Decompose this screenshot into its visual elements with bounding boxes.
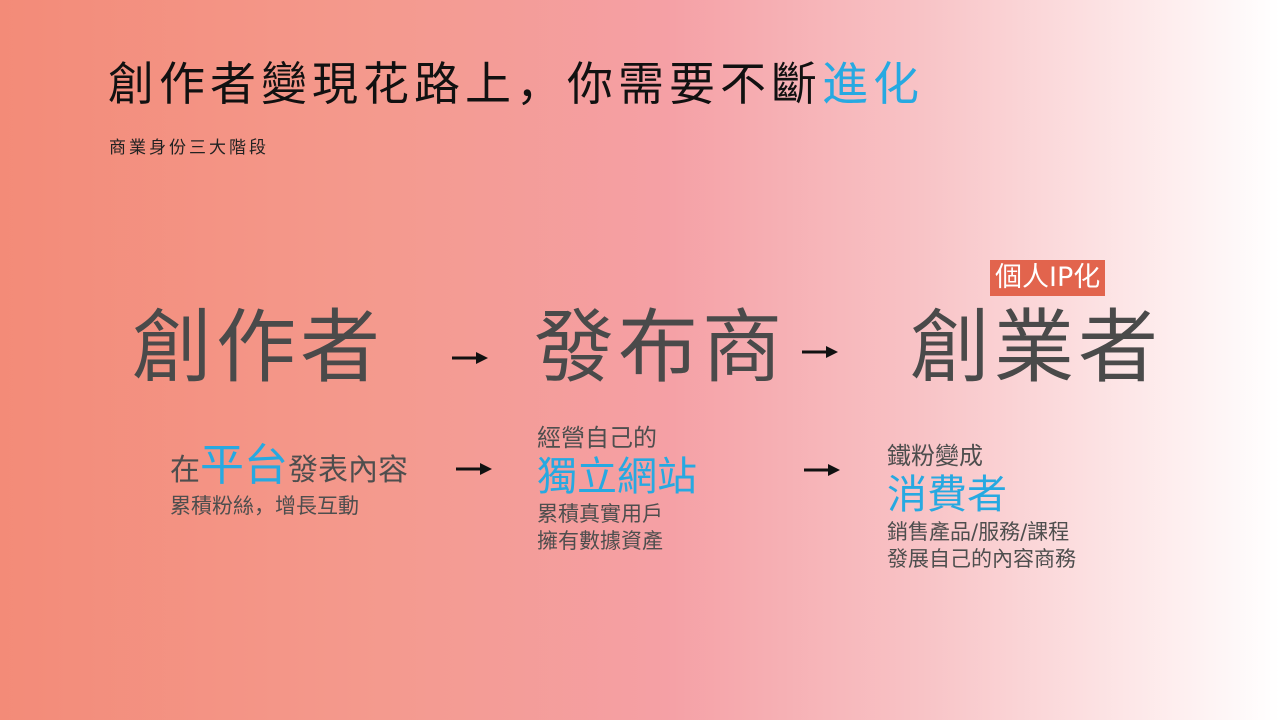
stage-creator: 創作者 — [132, 301, 384, 394]
publisher-description: 經營自己的 獨立網站 累積真實用戶 擁有數據資產 — [537, 424, 697, 555]
creator-desc-prefix: 在 — [170, 453, 200, 488]
page-subtitle: 商業身份三大階段 — [109, 138, 269, 158]
stage-publisher: 發布商 — [534, 301, 786, 394]
right-arrow-icon — [804, 464, 840, 476]
publisher-desc-line3: 累積真實用戶 — [537, 501, 663, 526]
right-arrow-icon — [456, 463, 492, 475]
publisher-desc-line1: 經營自己的 — [537, 424, 657, 452]
publisher-desc-highlight: 獨立網站 — [537, 453, 697, 500]
creator-desc-line2: 累積粉絲，增長互動 — [170, 493, 359, 518]
right-arrow-icon — [802, 346, 838, 358]
entrepreneur-description: 鐵粉變成 消費者 銷售產品/服務/課程 發展自己的內容商務 — [887, 442, 1076, 573]
creator-description: 在平台發表內容 累積粉絲，增長互動 — [170, 440, 408, 520]
entrepreneur-desc-highlight: 消費者 — [887, 471, 1007, 518]
right-arrow-icon — [452, 352, 488, 364]
creator-desc-line1: 在平台發表內容 — [170, 440, 408, 493]
page-title: 創作者變現花路上，你需要不斷進化 — [108, 58, 924, 111]
stage-entrepreneur: 創業者 — [910, 301, 1162, 394]
entrepreneur-desc-line1: 鐵粉變成 — [887, 442, 983, 470]
page-title-main: 創作者變現花路上，你需要不斷 — [108, 57, 822, 111]
ip-badge: 個人IP化 — [990, 260, 1106, 296]
creator-desc-highlight: 平台 — [200, 440, 288, 491]
creator-desc-suffix: 發表內容 — [288, 453, 408, 488]
publisher-desc-line4: 擁有數據資產 — [537, 529, 663, 554]
entrepreneur-desc-line4: 發展自己的內容商務 — [887, 547, 1076, 572]
page-title-highlight: 進化 — [822, 57, 924, 111]
entrepreneur-desc-line3: 銷售產品/服務/課程 — [887, 519, 1070, 544]
